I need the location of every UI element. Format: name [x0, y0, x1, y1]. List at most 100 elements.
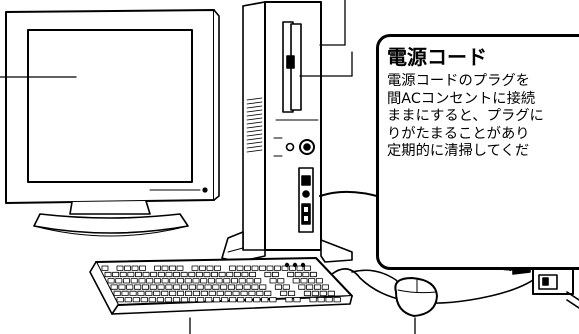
keyboard-key — [333, 297, 341, 303]
keyboard-key — [229, 297, 237, 303]
keyboard-key — [246, 278, 254, 284]
keyboard-key — [172, 297, 181, 303]
keyboard-key — [271, 271, 279, 278]
keyboard-key — [127, 271, 135, 278]
keyboard-leds — [284, 262, 306, 268]
keyboard-key — [321, 284, 329, 290]
keyboard-key — [191, 265, 199, 271]
keyboard-key — [180, 284, 189, 290]
keyboard-keys — [101, 265, 341, 303]
keyboard-key — [104, 271, 112, 278]
keyboard-key — [165, 271, 173, 278]
keyboard-key — [124, 265, 131, 271]
keyboard-key — [300, 278, 308, 284]
keyboard-key — [227, 284, 236, 290]
keyboard-key — [264, 290, 272, 297]
keyboard-key — [200, 278, 208, 284]
keyboard-key — [115, 278, 123, 284]
keyboard-key — [308, 278, 316, 284]
keyboard-key — [196, 297, 205, 303]
keyboard-key — [287, 271, 295, 278]
keyboard-key — [142, 271, 150, 278]
keyboard-key — [280, 290, 288, 297]
keyboard-key — [245, 297, 253, 303]
keyboard-key — [101, 265, 109, 271]
keyboard-key — [138, 278, 146, 284]
keyboard-key — [287, 290, 296, 297]
keyboard-key — [223, 278, 231, 284]
keyboard-key — [216, 290, 224, 297]
keyboard-key — [238, 278, 246, 284]
keyboard-key — [153, 278, 161, 284]
keyboard-key — [200, 290, 208, 297]
keyboard-key — [208, 290, 216, 297]
keyboard-key — [123, 278, 131, 284]
keyboard-key — [261, 297, 269, 303]
keyboard-key — [180, 297, 189, 303]
keyboard-key — [124, 297, 132, 303]
keyboard-key — [137, 290, 145, 297]
keyboard-key — [289, 265, 296, 271]
monitor-stand — [33, 213, 189, 234]
keyboard-key — [134, 271, 142, 278]
keyboard-key — [256, 290, 264, 297]
callout-body: 電源コードのプラグを 間ACコンセントに接続 ままにすると、プラグに りがたまる… — [387, 73, 579, 161]
keyboard-key — [237, 297, 245, 303]
keyboard-key — [161, 265, 169, 271]
keyboard-key — [281, 265, 289, 271]
keyboard-key — [116, 297, 124, 303]
mouse — [351, 269, 438, 317]
keyboard-key — [311, 290, 319, 297]
keyboard-key — [184, 290, 193, 297]
keyboard-key — [277, 278, 285, 284]
keyboard-key — [327, 290, 335, 297]
keyboard-key — [317, 297, 325, 303]
keyboard-key — [230, 278, 238, 284]
callout-line: 電源コードのプラグを — [387, 73, 530, 89]
keyboard-key — [221, 297, 229, 303]
keyboard-key — [176, 278, 184, 284]
keyboard-key — [207, 278, 215, 284]
keyboard-key — [119, 271, 127, 278]
keyboard-key — [180, 271, 188, 278]
keyboard-key — [149, 284, 157, 290]
keyboard-key — [165, 284, 173, 290]
keyboard-key — [259, 265, 266, 271]
keyboard — [89, 257, 353, 315]
keyboard-key — [203, 271, 211, 278]
keyboard-key — [214, 265, 221, 271]
keyboard-key — [110, 284, 118, 290]
keyboard-key — [298, 284, 306, 290]
keyboard-key — [240, 290, 248, 297]
monitor — [5, 9, 220, 237]
keyboard-key — [116, 265, 124, 271]
keyboard-key — [218, 271, 226, 278]
keyboard-key — [254, 278, 262, 284]
keyboard-key — [132, 297, 140, 303]
keyboard-key — [134, 284, 142, 290]
keyboard-key — [293, 297, 301, 303]
keyboard-key — [309, 271, 317, 278]
keyboard-key — [154, 265, 161, 271]
keyboard-key — [229, 265, 236, 271]
keyboard-key — [212, 284, 220, 290]
keyboard-key — [211, 271, 218, 278]
keyboard-key — [251, 284, 259, 290]
keyboard-key — [315, 278, 323, 284]
keyboard-key — [148, 297, 156, 303]
keyboard-key — [188, 297, 197, 303]
keyboard-key — [192, 290, 201, 297]
keyboard-key — [112, 271, 120, 278]
keyboard-key — [192, 278, 200, 284]
keyboard-key — [196, 284, 204, 290]
monitor-power-led — [202, 187, 208, 193]
keyboard-key — [140, 297, 148, 303]
keyboard-key — [118, 284, 126, 290]
keyboard-key — [253, 297, 261, 303]
keyboard-key — [243, 284, 251, 290]
power-cord-callout: 電源コード 電源コードのプラグを 間ACコンセントに接続 ままにすると、プラグに… — [376, 34, 579, 270]
keyboard-key — [274, 265, 281, 271]
keyboard-key — [164, 297, 172, 303]
keyboard-key — [235, 284, 243, 290]
keyboard-key — [215, 278, 223, 284]
